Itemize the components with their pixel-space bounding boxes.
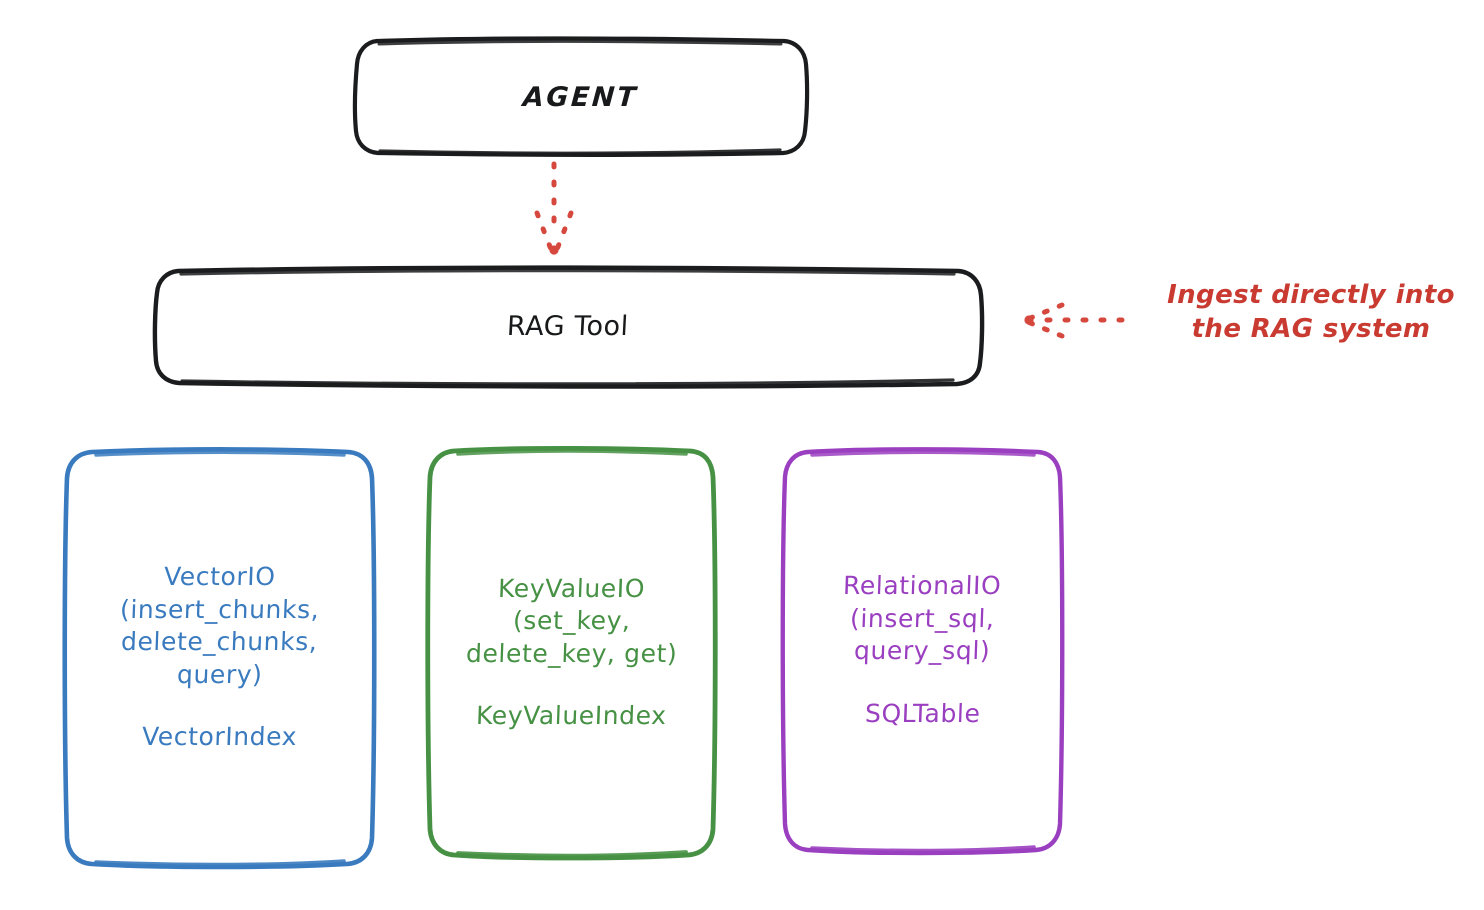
- vector-io-line-2: (insert_chunks,: [119, 594, 320, 624]
- relational-io-node[interactable]: RelationalIO (insert_sql, query_sql) SQL…: [785, 450, 1060, 850]
- vector-io-line-1: VectorIO: [163, 562, 276, 592]
- key-value-io-line-1: KeyValueIO: [497, 573, 646, 603]
- key-value-io-line-2: (set_key,: [512, 606, 631, 635]
- key-value-io-node[interactable]: KeyValueIO (set_key, delete_key, get) Ke…: [430, 450, 713, 855]
- rag-tool-node[interactable]: RAG Tool: [155, 270, 981, 383]
- relational-io-line-1: RelationalIO: [842, 571, 1003, 600]
- agent-node[interactable]: AGENT: [356, 40, 806, 154]
- vector-io-node[interactable]: VectorIO (insert_chunks, delete_chunks, …: [67, 450, 372, 865]
- vector-index-label: VectorIndex: [141, 722, 298, 752]
- agent-label: AGENT: [522, 81, 640, 113]
- key-value-io-line-3: delete_key, get): [465, 638, 678, 668]
- agent-box-outline: [352, 36, 810, 157]
- vector-io-line-4: query): [176, 659, 263, 689]
- key-value-index-label: KeyValueIndex: [475, 701, 668, 730]
- rag-tool-label: RAG Tool: [506, 311, 630, 342]
- ingest-to-rag-connector: [1024, 302, 1125, 339]
- rag-tool-box-outline: [152, 265, 985, 389]
- vector-io-line-3: delete_chunks,: [120, 627, 319, 657]
- sql-table-label: SQLTable: [864, 698, 981, 728]
- relational-io-line-3: query_sql): [853, 636, 992, 665]
- agent-to-rag-connector: [534, 161, 574, 255]
- relational-io-box-outline: [780, 447, 1065, 856]
- key-value-io-box-outline: [425, 445, 718, 861]
- ingest-annotation-line-2: the RAG system: [1191, 314, 1431, 345]
- ingest-annotation: Ingest directly into the RAG system: [1146, 278, 1476, 347]
- vector-io-box-outline: [62, 447, 377, 870]
- ingest-annotation-line-1: Ingest directly into: [1167, 280, 1455, 310]
- relational-io-line-2: (insert_sql,: [849, 603, 996, 633]
